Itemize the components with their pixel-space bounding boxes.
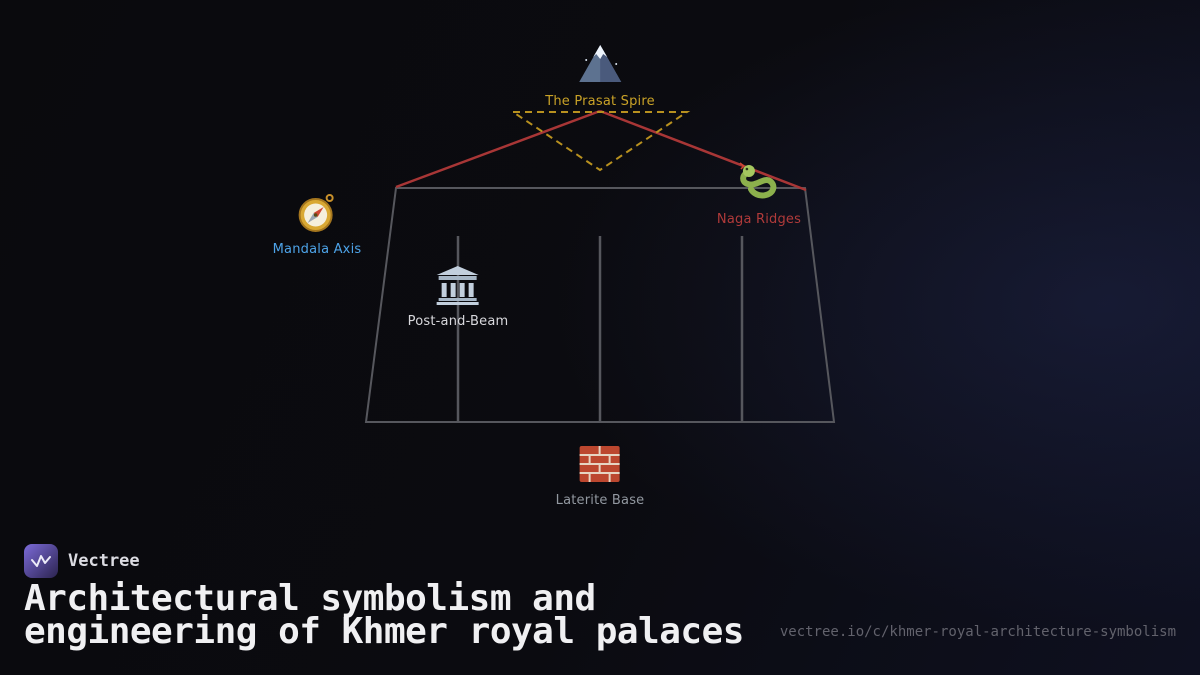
page-title: Architectural symbolism and engineering … bbox=[24, 578, 744, 652]
roof-ridge-right bbox=[599, 109, 807, 192]
mountain-icon bbox=[545, 42, 655, 86]
compass-icon bbox=[273, 192, 362, 234]
vectree-logo-icon bbox=[24, 544, 58, 578]
brand-name: Vectree bbox=[68, 551, 140, 571]
node-label: The Prasat Spire bbox=[545, 94, 655, 109]
node-label: Mandala Axis bbox=[272, 242, 362, 257]
snake-icon bbox=[717, 162, 801, 204]
page-title-line1: Architectural symbolism and bbox=[24, 578, 596, 619]
spire-guide-triangle bbox=[509, 111, 691, 172]
roof-ridge-left bbox=[395, 109, 601, 189]
bricks-icon bbox=[556, 443, 645, 485]
palace-body-outline bbox=[364, 187, 836, 423]
node-post-and-beam: Post-and-Beam bbox=[408, 264, 509, 329]
node-label: Post-and-Beam bbox=[407, 314, 509, 329]
node-label: Naga Ridges bbox=[716, 212, 802, 227]
card-url: vectree.io/c/khmer-royal-architecture-sy… bbox=[779, 624, 1176, 640]
node-label: Laterite Base bbox=[555, 493, 645, 508]
page-title-line2: engineering of Khmer royal palaces bbox=[24, 611, 744, 652]
node-prasat-spire: The Prasat Spire bbox=[545, 42, 655, 109]
node-laterite-base: Laterite Base bbox=[556, 443, 645, 508]
node-mandala-axis: Mandala Axis bbox=[273, 192, 362, 257]
brand-row: Vectree bbox=[24, 544, 140, 578]
classical-building-icon bbox=[408, 264, 509, 306]
node-naga-ridges: Naga Ridges bbox=[717, 162, 801, 227]
